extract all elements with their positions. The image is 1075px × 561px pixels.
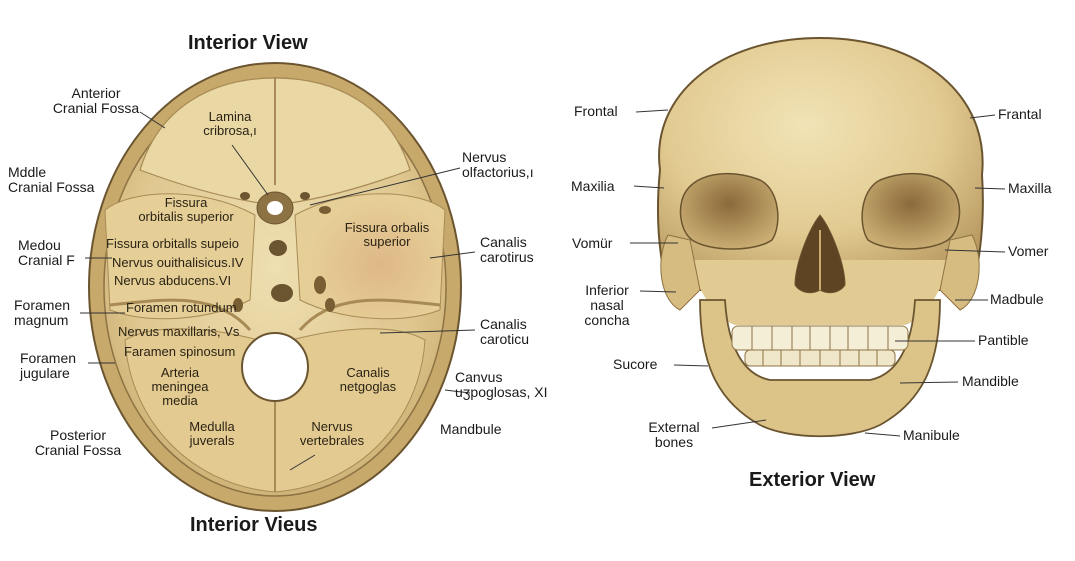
label-frantal: Frantal bbox=[998, 107, 1042, 122]
label-medou-cranial-fossa: Medou Cranial F bbox=[18, 238, 75, 268]
label-fissura-orbitalis-left: Fissura orbitalis superior bbox=[126, 196, 246, 224]
interior-view-title: Interior View bbox=[188, 32, 308, 55]
label-arteria-meningea: Arteria meningea media bbox=[132, 366, 228, 408]
foramen-magnum-hole bbox=[242, 333, 308, 401]
exterior-view-title: Exterior View bbox=[749, 469, 875, 492]
interior-view-bottom-title: Interior Vieus bbox=[190, 514, 317, 537]
label-mandible: Mandible bbox=[962, 374, 1019, 389]
label-vomer: Vomer bbox=[1008, 244, 1048, 259]
label-canalis-netgoglas: Canalis netgoglas bbox=[318, 366, 418, 394]
label-nervus-vertebrales: Nervus vertebrales bbox=[282, 420, 382, 448]
label-maxilia: Maxilia bbox=[571, 179, 615, 194]
cribriform-hole bbox=[267, 201, 283, 215]
label-anterior-cranial-fossa: Anterior Cranial Fossa bbox=[38, 86, 154, 116]
leader-frantal bbox=[970, 115, 995, 118]
skull-anterior bbox=[658, 38, 983, 436]
label-sucore: Sucore bbox=[613, 357, 657, 372]
label-pantible: Pantible bbox=[978, 333, 1029, 348]
small-foramen bbox=[325, 298, 335, 312]
label-canalis-caroticu: Canalis caroticu bbox=[480, 317, 529, 347]
label-external-bones: External bones bbox=[636, 420, 712, 450]
label-mandbule-interior: Mandbule bbox=[440, 422, 502, 437]
upper-teeth bbox=[732, 326, 908, 350]
label-foramen-rotundum: Foramen rotundum bbox=[126, 301, 237, 315]
leader-sucore bbox=[674, 365, 708, 366]
label-maxilla: Maxilla bbox=[1008, 181, 1052, 196]
leader-frontal-left bbox=[636, 110, 668, 112]
label-lamina-cribrosa: Lamina cribrosa,ı bbox=[182, 110, 278, 138]
small-foramen bbox=[319, 206, 331, 214]
label-madbule: Madbule bbox=[990, 292, 1044, 307]
orbit-left bbox=[680, 174, 777, 249]
label-canalis-carotirus: Canalis carotirus bbox=[480, 235, 534, 265]
small-foramen bbox=[300, 192, 310, 200]
label-faramen-spinosum: Faramen spinosum bbox=[124, 345, 235, 359]
leader-manibule bbox=[865, 433, 900, 436]
label-foramen-magnum: Foramen magnum bbox=[14, 298, 70, 328]
label-vomur: Vomür bbox=[572, 236, 612, 251]
label-fissura-orbalis-right: Fissura orbalis superior bbox=[320, 221, 454, 249]
label-medulla-juverals: Medulla juverals bbox=[164, 420, 260, 448]
small-foramen bbox=[314, 276, 326, 294]
small-foramen bbox=[271, 284, 293, 302]
label-nervus-ouithalisicus: Nervus ouithalisicus.IV bbox=[112, 256, 244, 270]
label-posterior-cranial-fossa: Posterior Cranial Fossa bbox=[22, 428, 134, 458]
label-nervus-maxillaris: Nervus maxillaris, Vs bbox=[118, 325, 239, 339]
label-manibule: Manibule bbox=[903, 428, 960, 443]
label-inferior-nasal-concha: Inferior nasal concha bbox=[572, 283, 642, 328]
label-nervus-abducens: Nervus abducens.VI bbox=[114, 274, 231, 288]
label-nervus-olfactorius: Nervus olfactorius,ı bbox=[462, 150, 534, 180]
label-fissura-orbitalls: Fissura orbitalls supeio bbox=[106, 237, 239, 251]
orbit-right bbox=[862, 174, 959, 249]
tinted-region bbox=[305, 195, 455, 335]
label-frontal-left: Frontal bbox=[574, 104, 618, 119]
label-canvus: Canvus uʒpoglosas, XI bbox=[455, 370, 547, 400]
label-foramen-jugulare: Foramen jugulare bbox=[20, 351, 76, 381]
small-foramen bbox=[269, 240, 287, 256]
label-middle-cranial-fossa: Mddle Cranial Fossa bbox=[8, 165, 94, 195]
